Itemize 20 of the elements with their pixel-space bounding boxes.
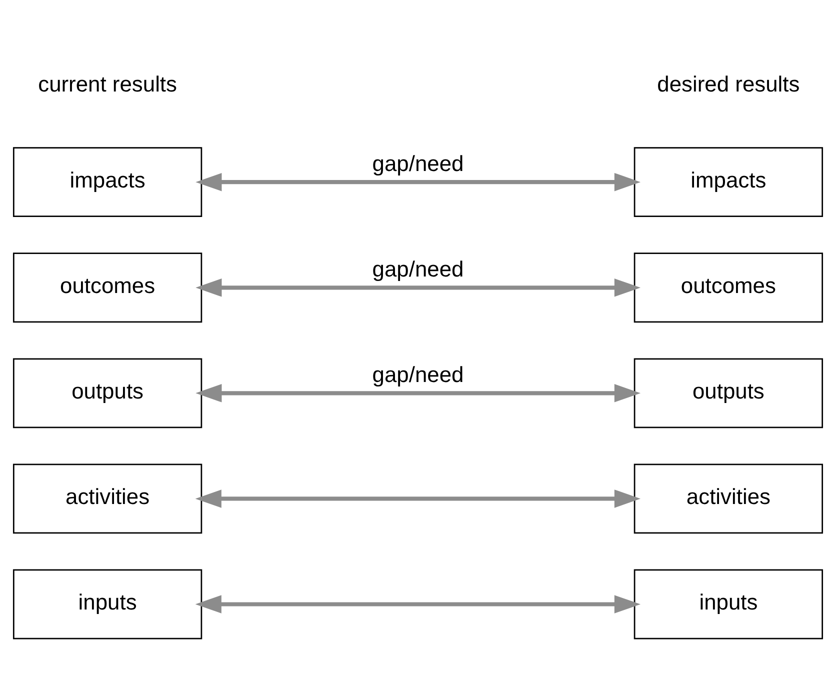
node-box: outputs	[634, 358, 824, 428]
node-box: impacts	[634, 147, 824, 218]
label: current results	[38, 71, 177, 96]
node-box: inputs	[634, 569, 824, 640]
node-box: inputs	[12, 569, 202, 640]
node-box: activities	[12, 464, 202, 534]
arrow	[196, 172, 640, 192]
arrow	[195, 595, 640, 614]
node-box: outcomes	[634, 252, 824, 323]
label: desired results	[657, 71, 800, 96]
arrow	[196, 384, 640, 402]
arrow	[196, 278, 640, 297]
node-box: outputs	[12, 358, 202, 428]
edge-label: gap/need	[372, 150, 464, 176]
edge-label: gap/need	[372, 362, 464, 387]
node-box: activities	[634, 464, 824, 534]
edge-label: gap/need	[372, 256, 464, 282]
arrow	[195, 490, 640, 508]
node-box: outcomes	[12, 252, 202, 323]
node-box: impacts	[12, 147, 202, 218]
